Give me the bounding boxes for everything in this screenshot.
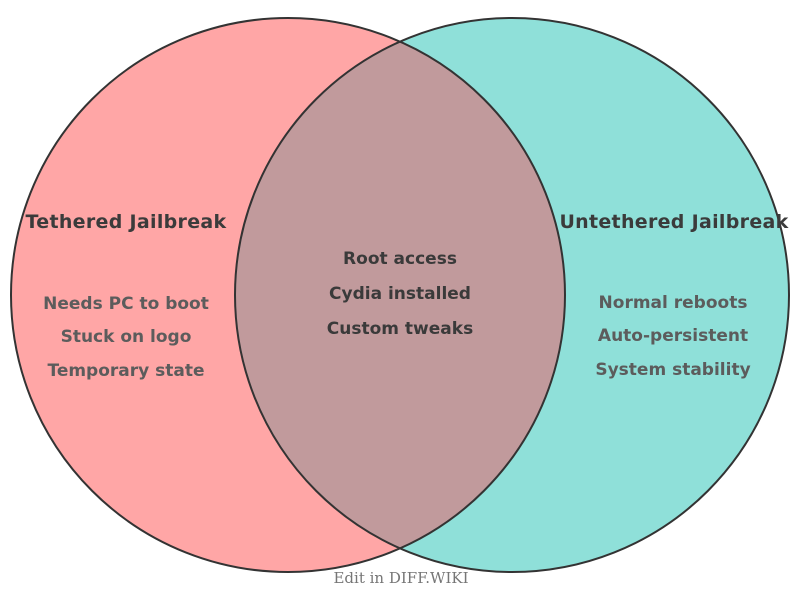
right-set-title: Untethered Jailbreak <box>559 211 789 233</box>
edit-link[interactable]: Edit in DIFF.WIKI <box>333 569 469 587</box>
overlap-lens-fill <box>235 18 565 572</box>
left-set-item: Stuck on logo <box>60 327 192 347</box>
right-circle-outline <box>234 17 790 573</box>
right-set-item: System stability <box>595 360 751 380</box>
left-set-title: Tethered Jailbreak <box>25 211 227 233</box>
left-circle-outline <box>10 17 566 573</box>
overlap-item: Cydia installed <box>329 284 471 304</box>
right-set-item: Normal reboots <box>598 293 748 313</box>
left-set-item: Needs PC to boot <box>43 294 209 314</box>
overlap-item: Custom tweaks <box>326 319 474 339</box>
right-set-item: Auto-persistent <box>597 326 749 346</box>
left-set-item: Temporary state <box>47 361 205 381</box>
overlap-item: Root access <box>343 249 457 269</box>
